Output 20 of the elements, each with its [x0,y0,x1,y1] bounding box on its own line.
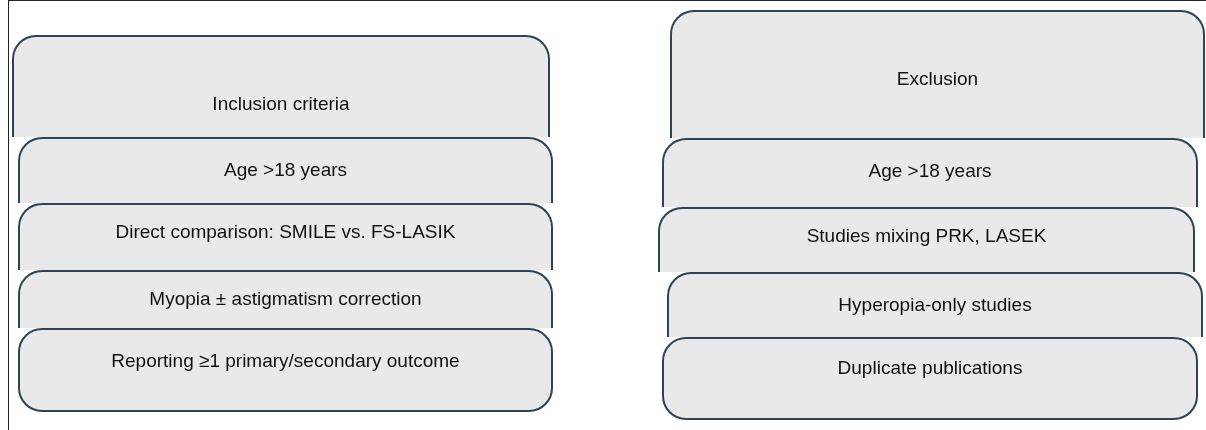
criteria-box [18,203,553,270]
criteria-label: Age >18 years [867,160,993,182]
criteria-box [662,138,1198,207]
criteria-box [12,35,550,137]
criteria-box [18,137,553,203]
criteria-label: Studies mixing PRK, LASEK [805,225,1048,247]
criteria-label: Hyperopia-only studies [837,294,1033,316]
criteria-label: Exclusion [895,68,980,90]
criteria-box [670,10,1205,138]
criteria-label: Reporting ≥1 primary/secondary outcome [110,350,461,372]
criteria-box [18,328,553,412]
criteria-box [658,207,1195,272]
criteria-box [667,272,1203,337]
criteria-label: Age >18 years [222,159,349,181]
criteria-label: Myopia ± astigmatism correction [148,288,423,310]
criteria-label: Direct comparison: SMILE vs. FS-LASIK [114,221,457,243]
criteria-box [662,337,1198,420]
criteria-label: Duplicate publications [836,357,1024,379]
criteria-box [18,270,553,328]
criteria-label: Inclusion criteria [211,93,351,115]
